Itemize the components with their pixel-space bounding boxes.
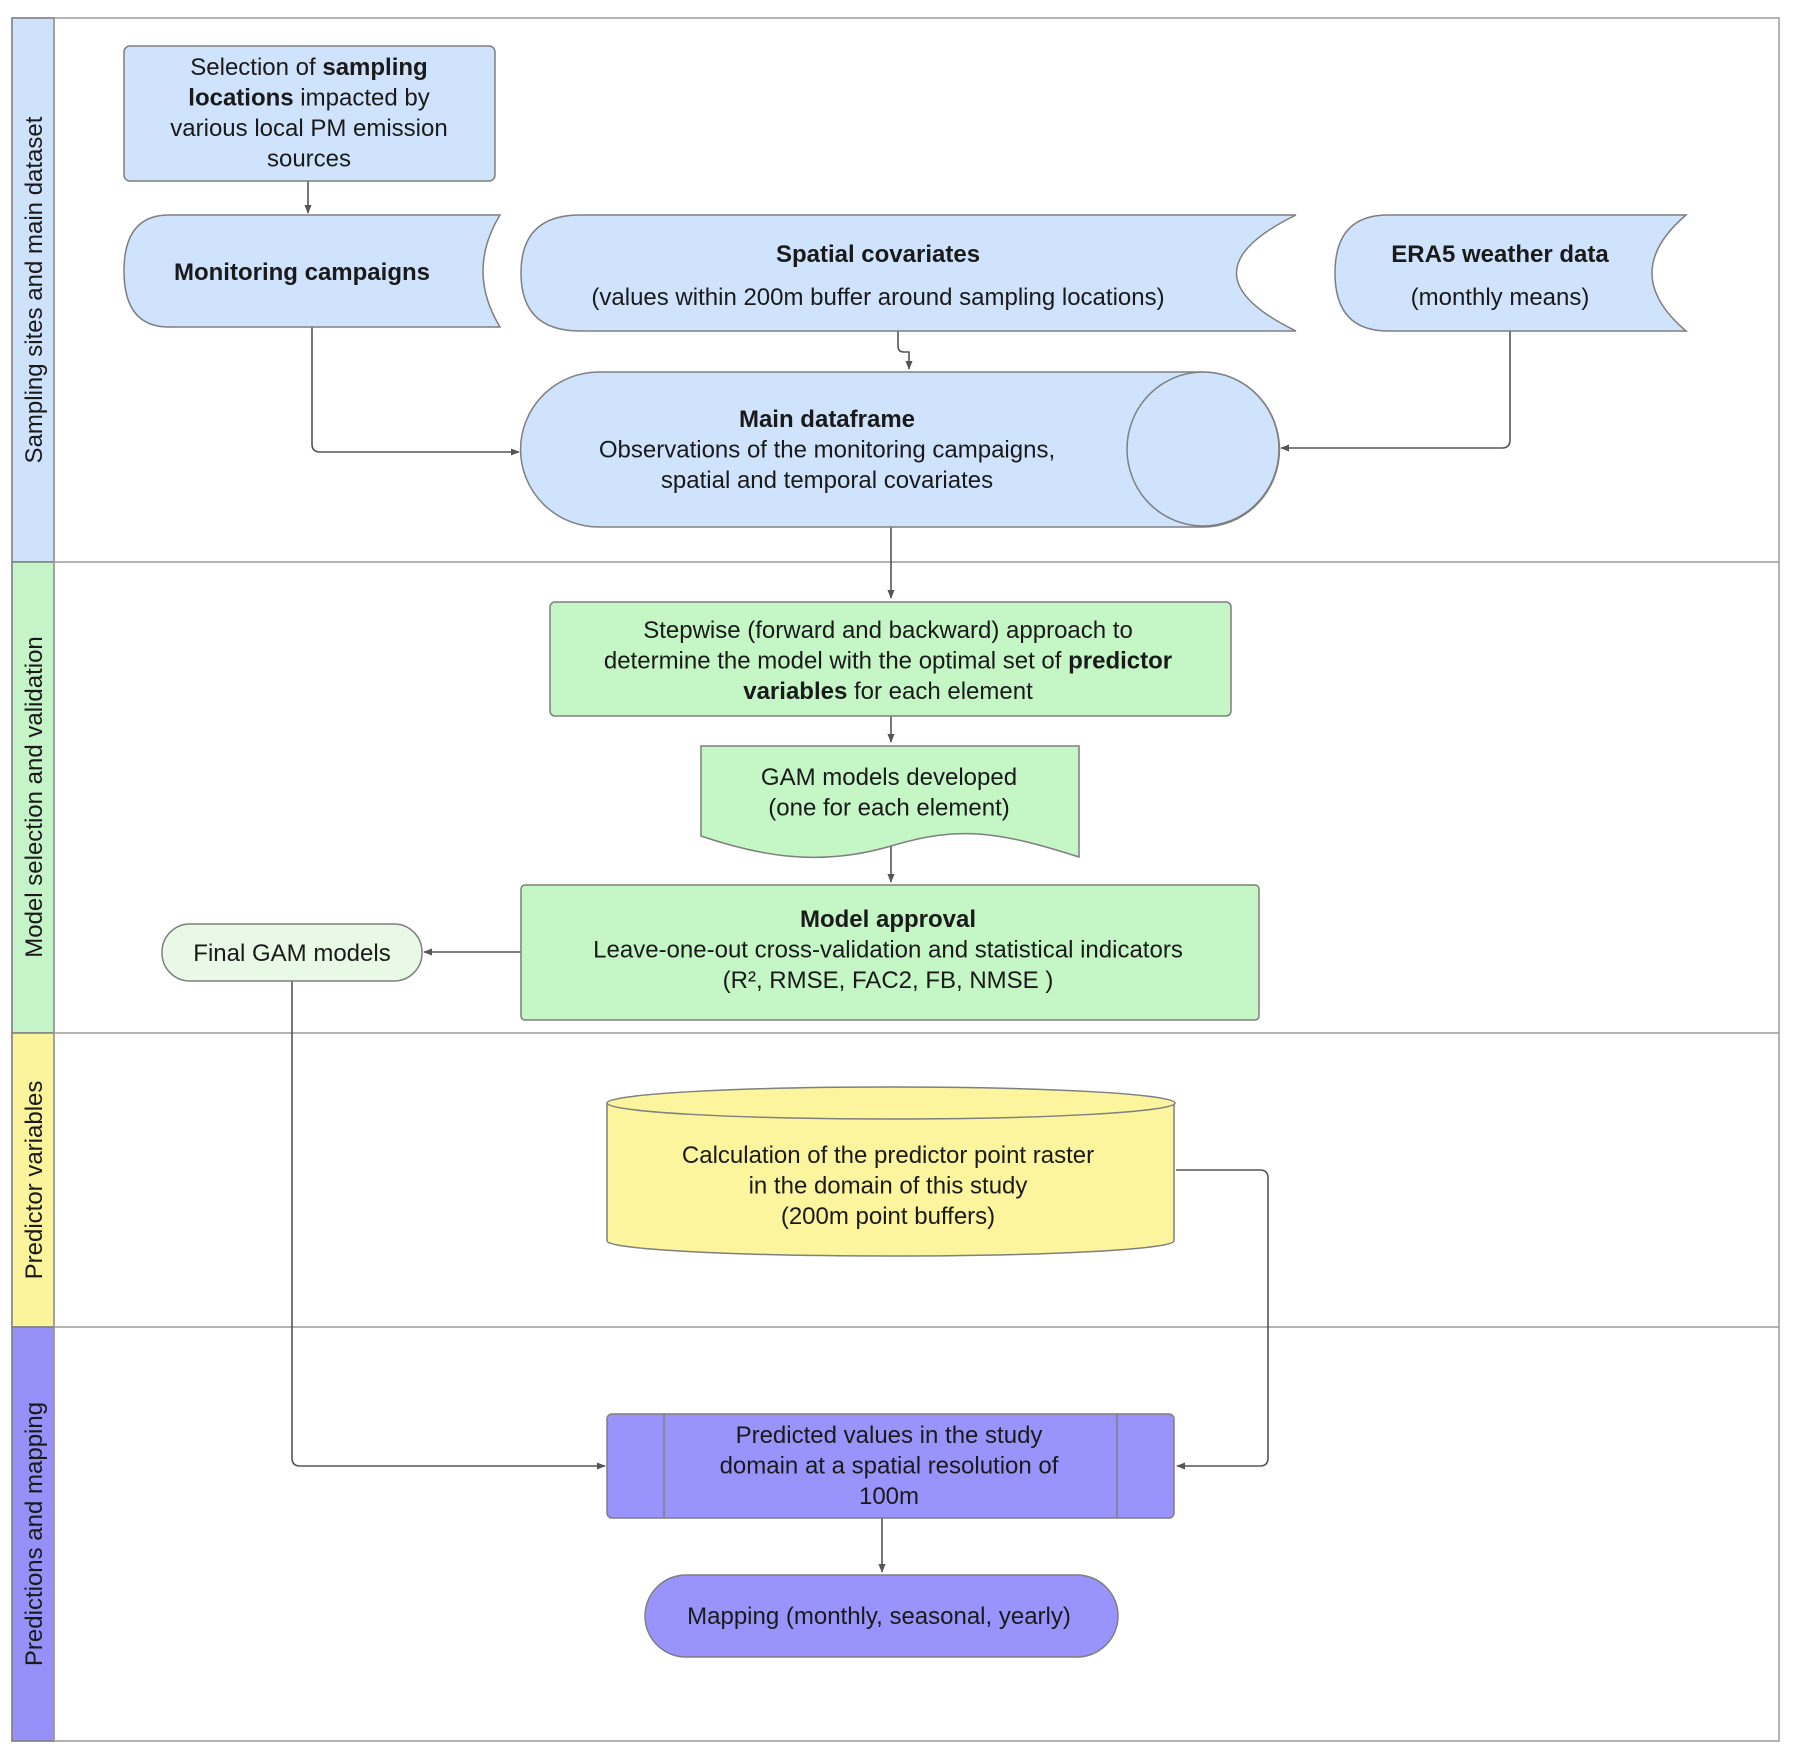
text-run: for each element	[847, 678, 1033, 705]
node-mapping: Mapping (monthly, seasonal, yearly)	[644, 1574, 1119, 1658]
node-selection-of-sampling-locations: Selection of sampling locations impacted …	[123, 45, 496, 182]
text-run: Stepwise (forward and backward) approach…	[643, 617, 1133, 644]
text-run-bold: Monitoring campaigns	[174, 259, 430, 286]
edge-monitoring-to-main-dataframe	[311, 327, 520, 456]
lane-label-sampling: Sampling sites and main dataset	[21, 116, 48, 463]
text-run: (200m point buffers)	[781, 1203, 995, 1230]
text-run-bold: ERA5 weather data	[1391, 241, 1609, 268]
text-run: (one for each element)	[768, 795, 1009, 822]
node-text-line: spatial and temporal covariates	[661, 467, 993, 494]
text-run: Predicted values in the study	[736, 1422, 1043, 1449]
node-text-line: domain at a spatial resolution of	[720, 1453, 1059, 1480]
text-run-bold: sampling	[322, 54, 427, 81]
text-run: impacted by	[294, 85, 430, 112]
node-era5-weather-data: ERA5 weather data (monthly means)	[1334, 214, 1689, 332]
node-text-line: in the domain of this study	[749, 1173, 1028, 1200]
node-spatial-covariates: Spatial covariates (values within 200m bu…	[520, 214, 1297, 332]
text-run-bold: predictor	[1068, 648, 1172, 675]
text-run: (monthly means)	[1411, 284, 1590, 311]
node-text-line: sources	[267, 146, 351, 173]
node-text-line: Model approval	[800, 906, 976, 933]
node-predictor-raster-text: Calculation of the predictor point raste…	[682, 1142, 1094, 1230]
node-text-line: Spatial covariates	[776, 241, 980, 268]
edge-spatial-to-main-dataframe	[897, 331, 913, 370]
text-run-bold: variables	[743, 678, 847, 705]
node-stepwise-approach: Stepwise (forward and backward) approach…	[549, 601, 1232, 717]
node-text-line: variables for each element	[743, 678, 1033, 705]
node-stepwise-text: Stepwise (forward and backward) approach…	[604, 617, 1172, 705]
lane-label-predictor: Predictor variables	[21, 1081, 48, 1280]
node-text-line: Final GAM models	[193, 940, 390, 967]
text-run: 100m	[859, 1483, 919, 1510]
node-text-line: (one for each element)	[768, 795, 1009, 822]
node-spatial-text: Spatial covariates (values within 200m bu…	[591, 241, 1164, 311]
node-monitoring-text: Monitoring campaigns	[174, 259, 430, 286]
text-run: domain at a spatial resolution of	[720, 1453, 1059, 1480]
node-text-line: Monitoring campaigns	[174, 259, 430, 286]
text-run: spatial and temporal covariates	[661, 467, 993, 494]
lane-label-predictions: Predictions and mapping	[21, 1402, 48, 1666]
text-run: various local PM emission	[170, 115, 447, 142]
node-text-line: Calculation of the predictor point raste…	[682, 1142, 1094, 1169]
text-run-bold: locations	[188, 85, 293, 112]
text-run: Calculation of the predictor point raste…	[682, 1142, 1094, 1169]
node-text-line: Leave-one-out cross-validation and stati…	[593, 937, 1183, 964]
node-text-line: GAM models developed	[761, 764, 1017, 791]
node-text-line: (200m point buffers)	[781, 1203, 995, 1230]
edge-era5-to-main-dataframe	[1280, 331, 1511, 452]
node-text-line: Predicted values in the study	[736, 1422, 1043, 1449]
node-text-line: (R², RMSE, FAC2, FB, NMSE )	[723, 967, 1054, 994]
text-run-bold: Main dataframe	[739, 406, 915, 433]
node-text-line: Stepwise (forward and backward) approach…	[643, 617, 1133, 644]
node-predicted-values-text: Predicted values in the study domain at a…	[720, 1422, 1059, 1510]
edge-raster-to-predicted	[1176, 1169, 1269, 1470]
lane-predictions-header	[11, 1326, 55, 1742]
node-text-line: (values within 200m buffer around sampli…	[591, 284, 1164, 311]
text-run: (values within 200m buffer around sampli…	[591, 284, 1164, 311]
node-text-line: Main dataframe	[739, 406, 915, 433]
text-run: Selection of	[190, 54, 322, 81]
node-predictor-point-raster: Calculation of the predictor point raste…	[606, 1086, 1176, 1257]
node-selection-text: Selection of sampling locations impacted …	[170, 54, 447, 173]
node-predicted-values: Predicted values in the study domain at a…	[606, 1413, 1175, 1519]
text-run: Final GAM models	[193, 940, 390, 967]
text-run-bold: Model approval	[800, 906, 976, 933]
text-run: Observations of the monitoring campaigns…	[599, 437, 1055, 464]
node-era5-text: ERA5 weather data (monthly means)	[1391, 241, 1609, 311]
node-text-line: Selection of sampling	[190, 54, 427, 81]
lane-label-model-selection: Model selection and validation	[21, 636, 48, 958]
node-final-gam-text: Final GAM models	[193, 940, 390, 967]
text-run: Leave-one-out cross-validation and stati…	[593, 937, 1183, 964]
text-run: (R², RMSE, FAC2, FB, NMSE )	[723, 967, 1054, 994]
text-run: sources	[267, 146, 351, 173]
node-text-line: locations impacted by	[188, 85, 429, 112]
text-run: Mapping (monthly, seasonal, yearly)	[687, 1603, 1071, 1630]
node-mapping-text: Mapping (monthly, seasonal, yearly)	[687, 1603, 1071, 1630]
lane-model-selection-header	[11, 561, 55, 1034]
node-text-line: various local PM emission	[170, 115, 447, 142]
node-text-line: (monthly means)	[1411, 284, 1590, 311]
node-text-line: 100m	[859, 1483, 919, 1510]
node-gam-models-developed: GAM models developed (one for each elemen…	[700, 745, 1080, 859]
text-run: GAM models developed	[761, 764, 1017, 791]
text-run-bold: Spatial covariates	[776, 241, 980, 268]
text-run: determine the model with the optimal set…	[604, 648, 1068, 675]
node-gam-developed-text: GAM models developed (one for each elemen…	[761, 764, 1017, 822]
node-text-line: Mapping (monthly, seasonal, yearly)	[687, 1603, 1071, 1630]
node-final-gam-models: Final GAM models	[161, 923, 423, 982]
node-text-line: determine the model with the optimal set…	[604, 648, 1172, 675]
edge-final-gam-to-predicted	[291, 981, 606, 1470]
node-text-line: ERA5 weather data	[1391, 241, 1609, 268]
node-monitoring-campaigns: Monitoring campaigns	[123, 214, 502, 328]
node-text-line: Observations of the monitoring campaigns…	[599, 437, 1055, 464]
text-run: in the domain of this study	[749, 1173, 1028, 1200]
